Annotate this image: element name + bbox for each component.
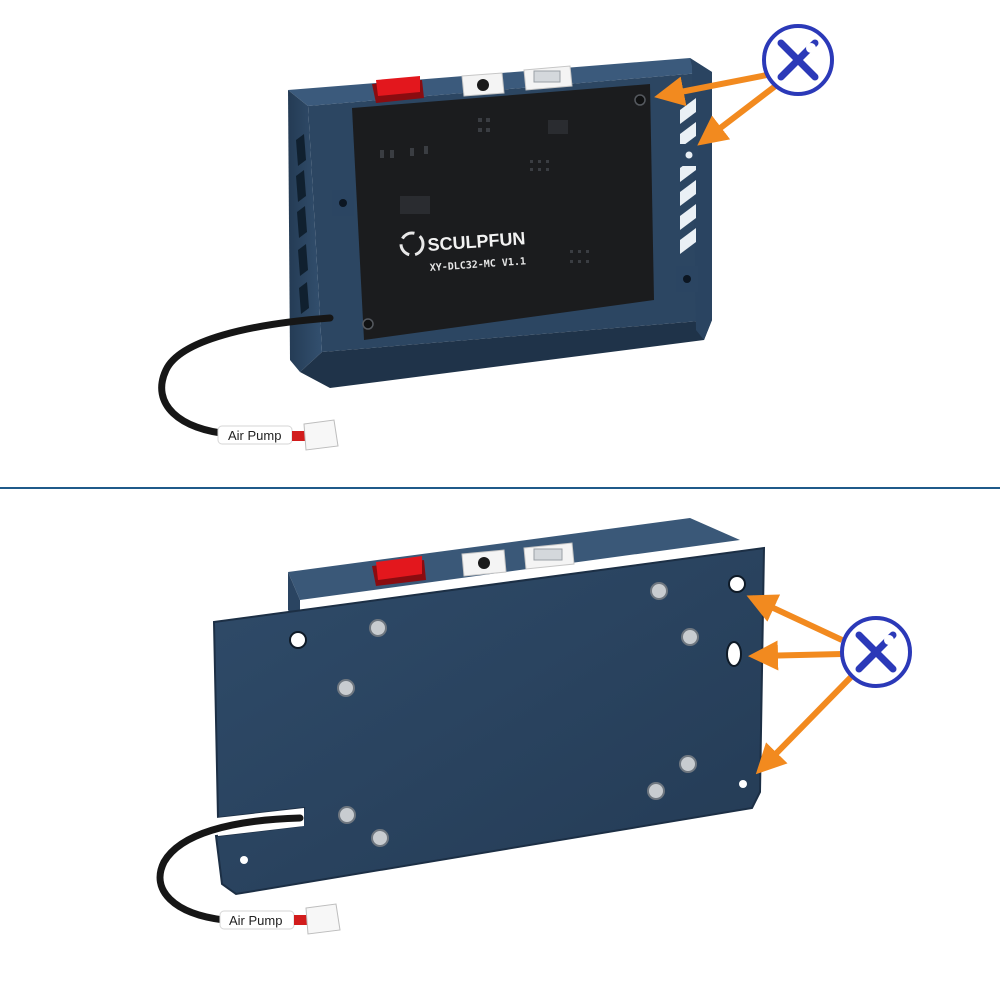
top-controller-box: SCULPFUN XY-DLC32-MC V1.1 Air Pump — [158, 58, 712, 451]
bottom-tool-badge — [840, 616, 912, 688]
top-air-pump-connector — [303, 419, 339, 451]
pcb-components — [380, 118, 589, 263]
bottom-arrows — [746, 594, 855, 775]
bottom-cable-label: Air Pump — [229, 913, 282, 928]
sculpfun-swirl-icon — [399, 231, 425, 257]
top-cable-label: Air Pump — [228, 428, 281, 443]
top-power-switch — [372, 76, 424, 103]
top-dc-jack — [461, 72, 505, 97]
top-usb-port — [523, 65, 573, 91]
left-vent-slots — [296, 134, 309, 314]
bottom-dc-jack — [461, 549, 507, 577]
enclosure-bottom-lip — [300, 320, 712, 388]
bottom-air-pump-connector — [305, 903, 341, 935]
pcb-board — [352, 84, 654, 340]
top-air-pump-cable — [158, 314, 334, 440]
plate-holes — [240, 575, 747, 864]
bottom-usb-port — [523, 542, 575, 570]
plate-screws — [337, 582, 699, 847]
top-tool-badge — [762, 24, 834, 96]
bottom-power-switch — [372, 556, 426, 586]
top-arrows — [654, 71, 780, 146]
bottom-controller-box: Air Pump — [156, 518, 766, 935]
bottom-air-pump-cable — [156, 814, 304, 926]
